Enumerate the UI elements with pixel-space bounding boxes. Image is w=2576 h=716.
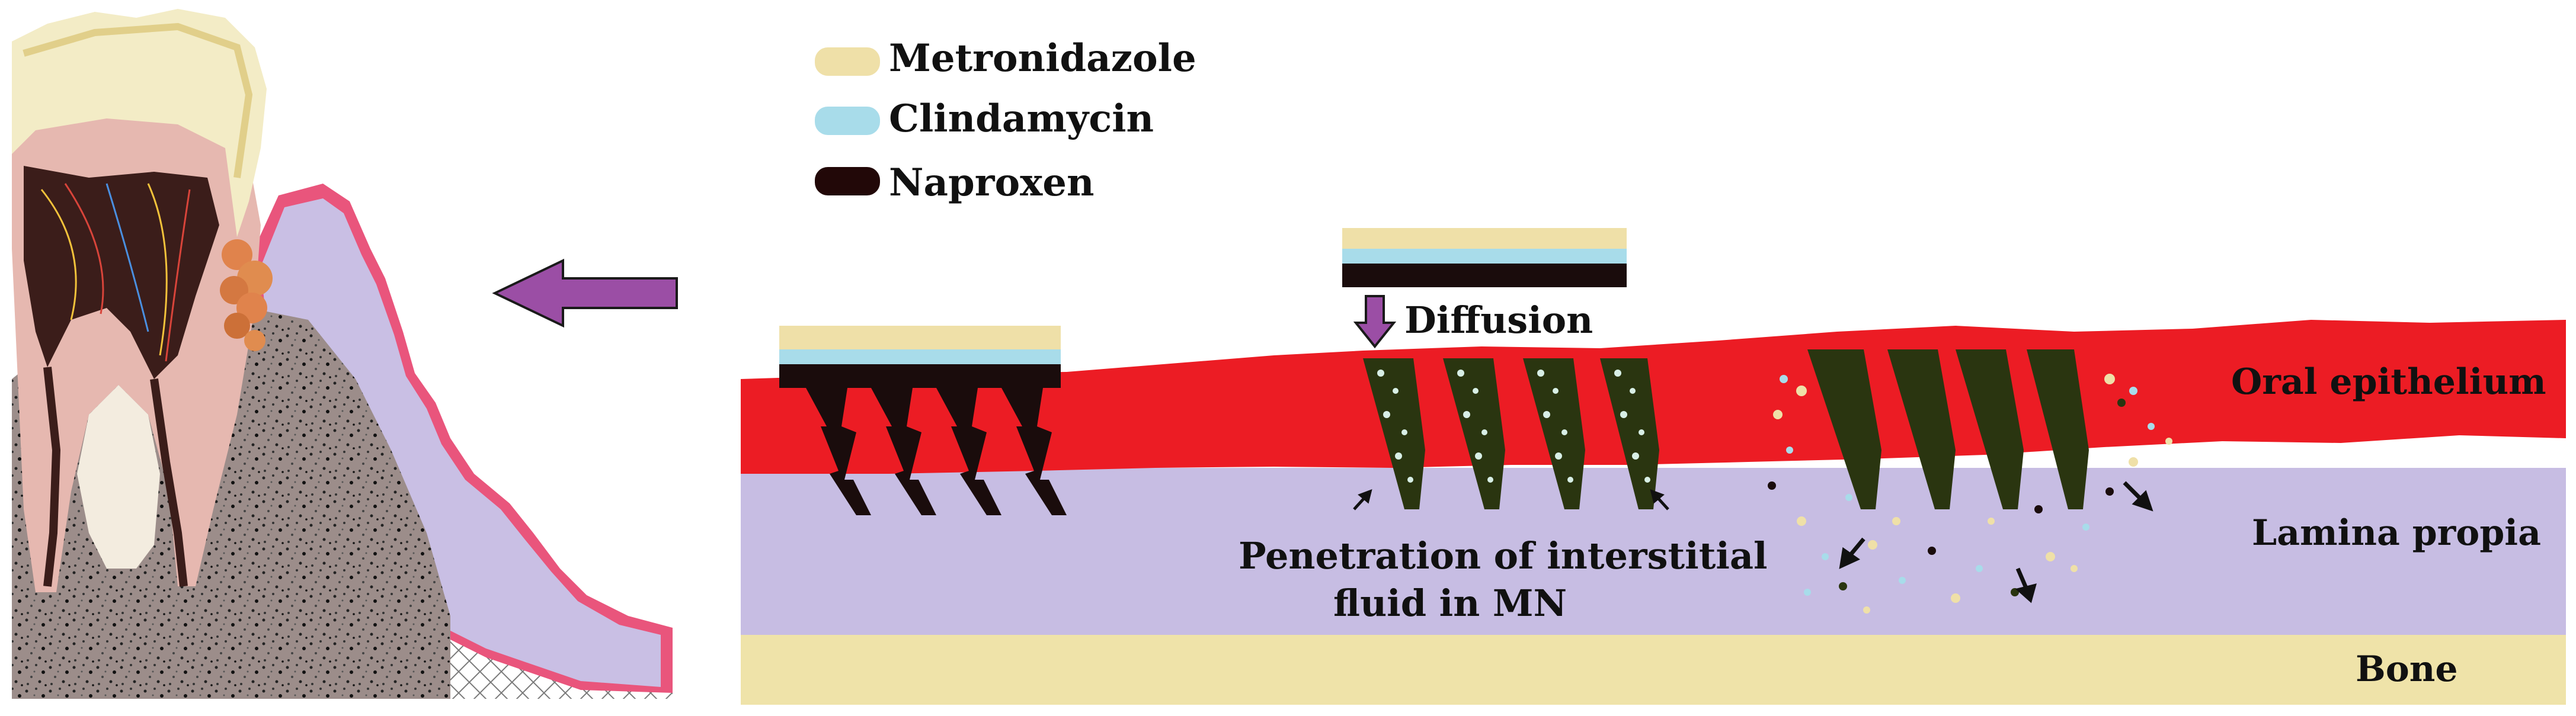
needle-1-4 <box>1001 388 1067 515</box>
lamina-propia-label: Lamina propia <box>2252 512 2541 554</box>
release-arrows <box>1839 481 2153 603</box>
diffusion-arrow-icon <box>1353 295 1397 349</box>
legend-label-naproxen: Naproxen <box>889 160 1095 205</box>
oral-epithelium-layer <box>741 320 2566 474</box>
legend-swatch-clindamycin <box>815 107 880 135</box>
legend-item-metronidazole: Metronidazole <box>815 36 1196 81</box>
needle-3-2 <box>1887 349 1956 509</box>
legend-item-clindamycin: Clindamycin <box>815 97 1154 141</box>
pulp-vessels <box>40 183 191 362</box>
tooth-crown <box>12 9 267 237</box>
microneedle-patch-3 <box>1768 349 2172 614</box>
needle-1-1 <box>806 388 871 515</box>
needle-2-4 <box>1600 358 1659 509</box>
needle-dots <box>1377 370 1650 483</box>
needle-3-3 <box>1956 349 2024 509</box>
penetration-label-line1: Penetration of interstitial <box>1239 534 1768 577</box>
needle-2-2 <box>1443 358 1505 509</box>
legend: Metronidazole Clindamycin Naproxen <box>815 36 1196 205</box>
oral-epithelium-label: Oral epithelium <box>2231 361 2546 403</box>
needle-3-4 <box>2027 349 2089 509</box>
penetration-label-line2: fluid in MN <box>1333 582 1567 625</box>
bone-label: Bone <box>2356 648 2458 690</box>
diffusion-label: Diffusion <box>1404 298 1593 342</box>
microneedle-patch-1 <box>779 326 1067 515</box>
calculus-deposit <box>220 239 273 351</box>
bone-layer <box>741 634 2566 705</box>
tissue-cross-section: Diffusion Penetration of interstitial fl… <box>741 228 2566 705</box>
released-particles <box>1768 374 2172 614</box>
needle-2-1 <box>1363 358 1425 509</box>
legend-item-naproxen: Naproxen <box>815 160 1095 205</box>
legend-swatch-metronidazole <box>815 47 880 76</box>
root-canal-left <box>43 367 61 587</box>
legend-label-clindamycin: Clindamycin <box>889 97 1154 141</box>
legend-label-metronidazole: Metronidazole <box>889 36 1196 81</box>
needle-1-2 <box>871 388 936 515</box>
tooth-illustration <box>12 9 673 699</box>
needle-1-3 <box>936 388 1001 515</box>
root-canal-right <box>150 378 188 587</box>
needle-3-1 <box>1807 349 1881 509</box>
zoom-arrow-icon <box>492 258 678 328</box>
fluid-arrows <box>1353 489 1669 510</box>
microneedle-patch-2: Diffusion Penetration of interstitial fl… <box>1239 228 1768 625</box>
legend-swatch-naproxen <box>815 167 880 195</box>
root-inner <box>77 385 160 569</box>
needle-2-3 <box>1523 358 1585 509</box>
